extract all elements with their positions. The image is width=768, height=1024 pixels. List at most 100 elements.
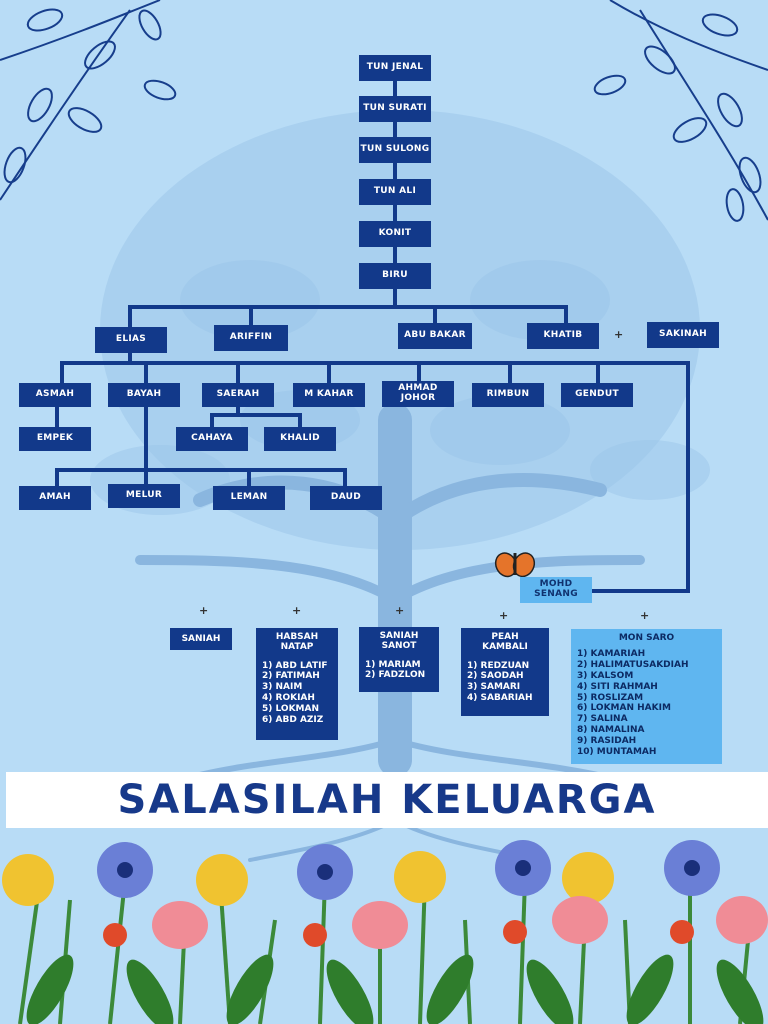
list-item: 5) LOKMAN bbox=[262, 703, 320, 714]
connector bbox=[327, 361, 331, 383]
spouse-card-mon-saro: MON SARO 1) KAMARIAH 2) HALIMATUSAKDIAH … bbox=[571, 629, 722, 764]
flower-garden-icon bbox=[2, 840, 768, 1024]
connector bbox=[60, 361, 690, 365]
spouse-name: MON SARO bbox=[618, 633, 675, 643]
lineage-box: TUN ALI bbox=[359, 179, 431, 205]
connector bbox=[596, 361, 600, 383]
lineage-box: TUN SURATI bbox=[359, 96, 431, 122]
page-title: SALASILAH KELUARGA bbox=[117, 777, 657, 823]
connector bbox=[128, 305, 568, 309]
lineage-box: KONIT bbox=[359, 221, 431, 247]
children-list: 1) REDZUAN 2) SAODAH 3) SAMARI 4) SABARI… bbox=[467, 661, 543, 704]
plus-sign: + bbox=[199, 604, 209, 617]
plus-sign: + bbox=[614, 328, 624, 341]
connector bbox=[592, 589, 690, 593]
connector bbox=[393, 80, 397, 276]
descendant-box: LEMAN bbox=[213, 486, 285, 510]
plus-sign: + bbox=[395, 604, 405, 617]
list-item: 1) REDZUAN bbox=[467, 660, 530, 671]
children-list: 1) MARIAM 2) FADZLON bbox=[365, 660, 433, 682]
descendant-box: CAHAYA bbox=[176, 427, 248, 451]
list-item: 4) SABARIAH bbox=[467, 693, 533, 704]
list-item: 3) KALSOM bbox=[577, 670, 634, 681]
list-item: 5) ROSLIZAM bbox=[577, 692, 644, 703]
list-item: 6) LOKMAN HAKIM bbox=[577, 703, 671, 714]
connector bbox=[128, 351, 132, 363]
connector bbox=[433, 305, 437, 327]
list-item: 4) ROKIAH bbox=[262, 693, 315, 704]
connector bbox=[393, 276, 397, 308]
spouse-name: PEAH KAMBALI bbox=[482, 632, 528, 653]
connector bbox=[236, 361, 240, 383]
grandchild-box: ASMAH bbox=[19, 383, 91, 407]
connector bbox=[210, 413, 214, 427]
connector bbox=[144, 407, 148, 485]
connector bbox=[55, 468, 59, 486]
grandchild-box: AHMAD JOHOR bbox=[382, 381, 454, 407]
plus-sign: + bbox=[640, 609, 650, 622]
list-item: 6) ABD AZIZ bbox=[262, 714, 324, 725]
connector bbox=[564, 305, 568, 327]
connector bbox=[128, 305, 132, 327]
list-item: 3) SAMARI bbox=[467, 682, 521, 693]
list-item: 1) ABD LATIF bbox=[262, 660, 328, 671]
child-box: ABU BAKAR bbox=[398, 323, 472, 349]
connector bbox=[247, 468, 251, 486]
descendant-box: DAUD bbox=[310, 486, 382, 510]
spouse-box-sakinah: SAKINAH bbox=[647, 322, 719, 348]
grandchild-box: RIMBUN bbox=[472, 383, 544, 407]
list-item: 1) MARIAM bbox=[365, 659, 421, 670]
list-item: 8) NAMALINA bbox=[577, 724, 645, 735]
connector bbox=[298, 413, 302, 427]
descendant-box: KHALID bbox=[264, 427, 336, 451]
list-item: 2) FATIMAH bbox=[262, 671, 320, 682]
list-item: 9) RASIDAH bbox=[577, 735, 637, 746]
connector bbox=[343, 468, 347, 486]
leafy-branch-icon bbox=[0, 0, 768, 222]
list-item: 2) FADZLON bbox=[365, 670, 426, 681]
child-box: KHATIB bbox=[527, 323, 599, 349]
list-item: 2) HALIMATUSAKDIAH bbox=[577, 660, 689, 671]
lineage-box: TUN JENAL bbox=[359, 55, 431, 81]
grandchild-box: BAYAH bbox=[108, 383, 180, 407]
grandchild-box: SAERAH bbox=[202, 383, 274, 407]
connector bbox=[210, 413, 300, 417]
list-item: 1) KAMARIAH bbox=[577, 649, 646, 660]
list-item: 2) SAODAH bbox=[467, 671, 524, 682]
connector bbox=[508, 361, 512, 383]
plus-sign: + bbox=[292, 604, 302, 617]
connector bbox=[686, 361, 690, 593]
grandchild-box: GENDUT bbox=[561, 383, 633, 407]
spouse-card-peah-kambali: PEAH KAMBALI 1) REDZUAN 2) SAODAH 3) SAM… bbox=[461, 628, 549, 716]
spouse-name: SANIAH bbox=[181, 633, 221, 644]
children-list: 1) ABD LATIF 2) FATIMAH 3) NAIM 4) ROKIA… bbox=[262, 661, 332, 726]
descendant-box: MELUR bbox=[108, 484, 180, 508]
spouse-card-saniah-sanot: SANIAH SANOT 1) MARIAM 2) FADZLON bbox=[359, 627, 439, 692]
grandchild-box: M KAHAR bbox=[293, 383, 365, 407]
spouse-name: HABSAH NATAP bbox=[275, 632, 319, 653]
spouse-card-saniah: SANIAH bbox=[170, 628, 232, 650]
list-item: 7) SALINA bbox=[577, 714, 628, 725]
list-item: 3) NAIM bbox=[262, 682, 303, 693]
connector bbox=[144, 361, 148, 383]
child-box: ARIFFIN bbox=[214, 325, 288, 351]
spouse-card-habsah-natap: HABSAH NATAP 1) ABD LATIF 2) FATIMAH 3) … bbox=[256, 628, 338, 740]
connector bbox=[55, 407, 59, 429]
plus-sign: + bbox=[499, 609, 509, 622]
lineage-box: TUN SULONG bbox=[359, 137, 431, 163]
title-banner: SALASILAH KELUARGA bbox=[6, 772, 768, 828]
descendant-box: AMAH bbox=[19, 486, 91, 510]
connector bbox=[55, 468, 347, 472]
spouse-name: SANIAH SANOT bbox=[379, 631, 419, 652]
lineage-box: BIRU bbox=[359, 263, 431, 289]
list-item: 10) MUNTAMAH bbox=[577, 746, 657, 757]
butterfly-icon bbox=[494, 552, 536, 578]
child-box: ELIAS bbox=[95, 327, 167, 353]
connector bbox=[249, 305, 253, 327]
connector bbox=[236, 407, 240, 415]
descendant-box-empek: EMPEK bbox=[19, 427, 91, 451]
mohd-senang-box: MOHD SENANG bbox=[520, 577, 592, 603]
connector bbox=[417, 361, 421, 383]
connector bbox=[60, 361, 64, 383]
